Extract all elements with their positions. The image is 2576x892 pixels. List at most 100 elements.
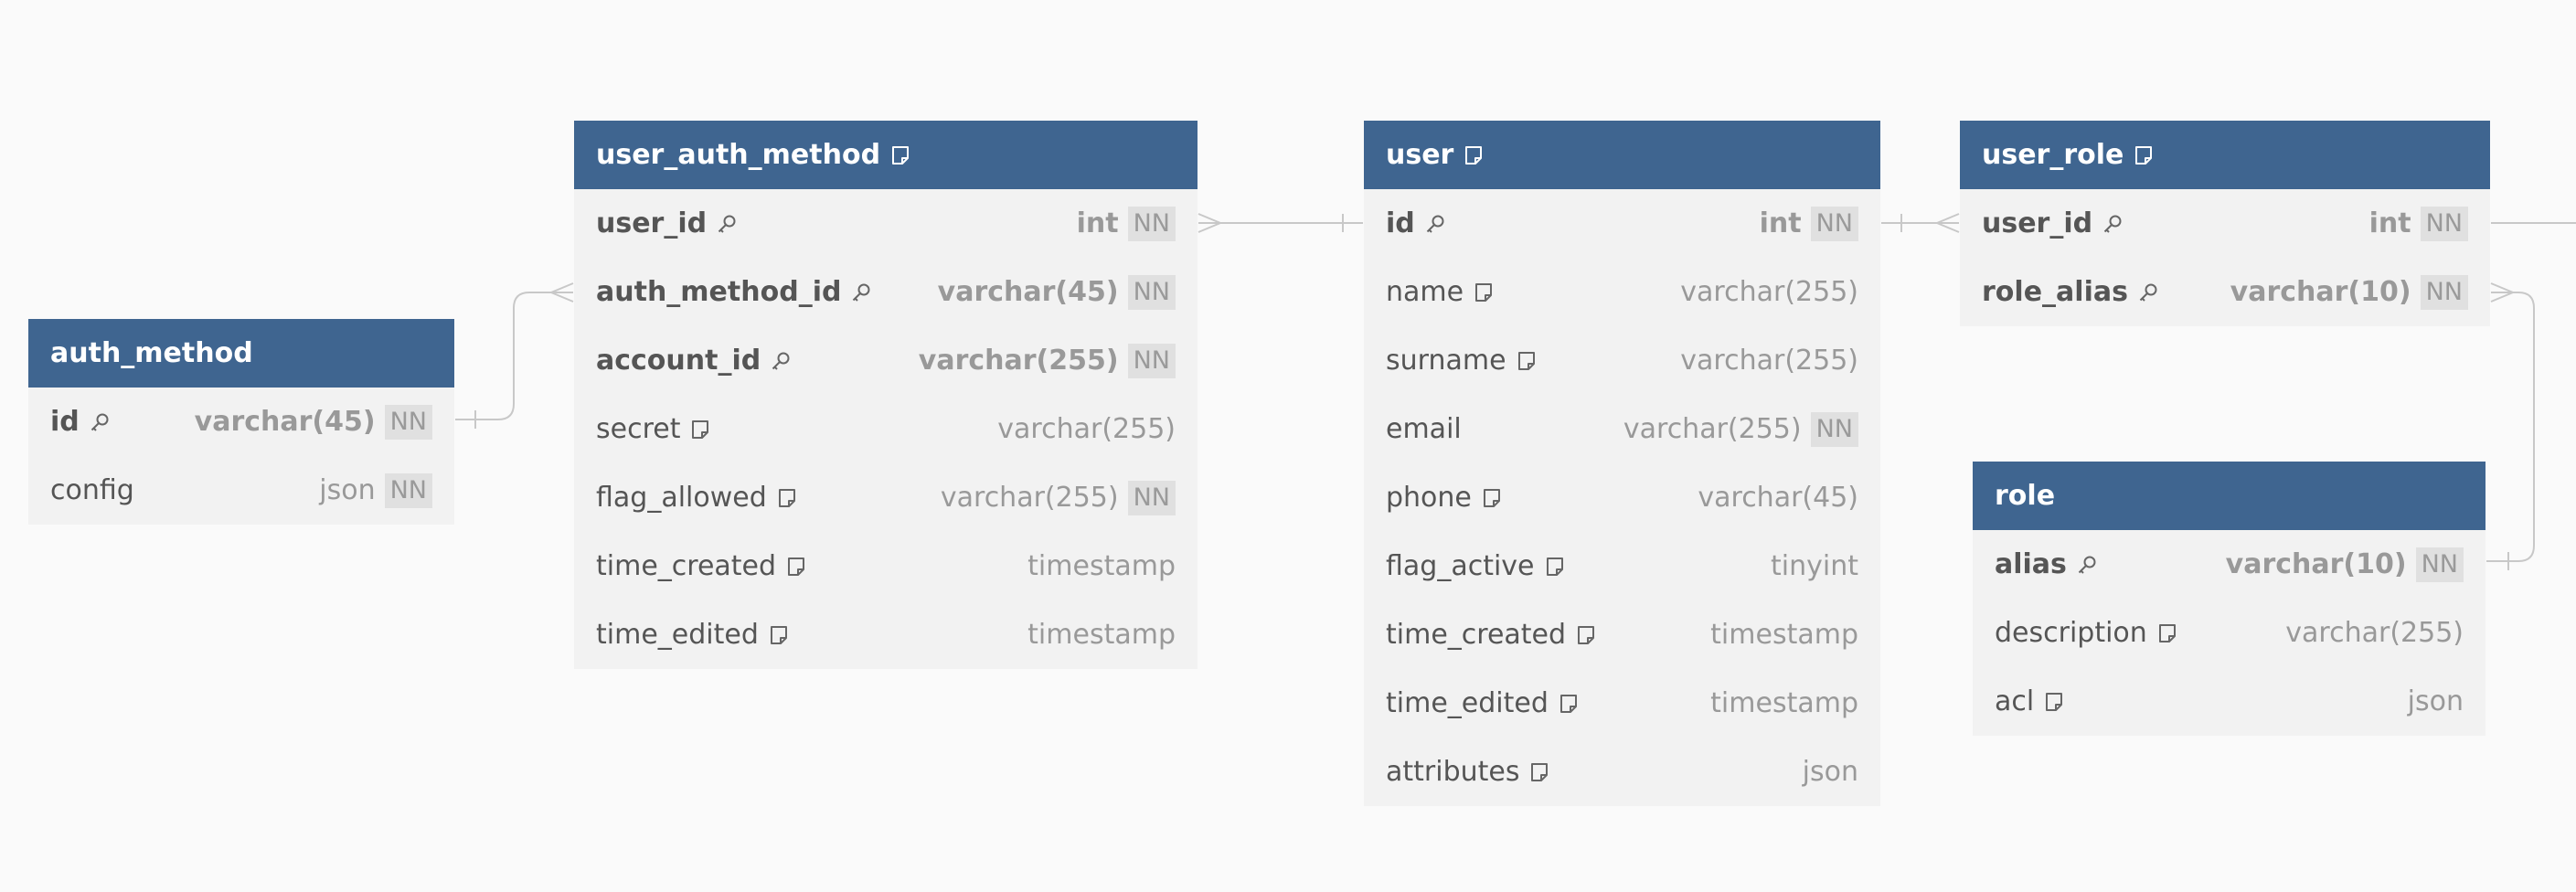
field-row-surname[interactable]: surname varchar(255) <box>1364 326 1880 395</box>
field-name-text: flag_active <box>1386 550 1535 582</box>
not-null-badge: NN <box>2420 274 2468 310</box>
key-icon <box>89 411 111 433</box>
field-type: varchar(255) <box>1680 345 1858 377</box>
field-name: id <box>50 406 111 438</box>
field-name-text: surname <box>1386 345 1506 377</box>
field-name: acl <box>1995 685 2065 717</box>
not-null-badge: NN <box>1127 480 1176 515</box>
field-type: varchar(255) <box>918 345 1119 377</box>
field-type: varchar(10) <box>2230 276 2411 308</box>
field-name-text: name <box>1386 276 1464 308</box>
field-row-attributes[interactable]: attributes json <box>1364 738 1880 806</box>
table-header-auth-method[interactable]: auth_method <box>28 319 454 388</box>
field-name-text: role_alias <box>1982 276 2128 308</box>
key-icon <box>770 350 792 372</box>
field-name: auth_method_id <box>596 276 872 308</box>
field-name-text: description <box>1995 617 2147 649</box>
table-header-role[interactable]: role <box>1973 462 2486 530</box>
key-icon <box>2137 281 2159 303</box>
field-name: name <box>1386 276 1495 308</box>
not-null-badge: NN <box>1127 206 1176 241</box>
field-row-flag-active[interactable]: flag_active tinyint <box>1364 532 1880 600</box>
field-name: phone <box>1386 482 1503 514</box>
field-type: json <box>319 474 376 506</box>
field-type: varchar(255) <box>1680 276 1858 308</box>
field-name-text: time_edited <box>596 619 759 651</box>
field-name: secret <box>596 413 711 445</box>
table-title: user_auth_method <box>596 139 881 171</box>
field-type: json <box>1802 756 1858 788</box>
field-type: varchar(10) <box>2225 548 2407 580</box>
not-null-badge: NN <box>384 404 432 440</box>
field-type: varchar(45) <box>1698 482 1858 514</box>
field-name: time_edited <box>596 619 790 651</box>
key-icon <box>2102 213 2124 235</box>
field-name-text: time_created <box>1386 619 1567 651</box>
field-row-phone[interactable]: phone varchar(45) <box>1364 463 1880 532</box>
field-row-acl[interactable]: acl json <box>1973 667 2486 736</box>
field-name-text: time_edited <box>1386 687 1549 719</box>
field-name: alias <box>1995 548 2098 580</box>
field-type: varchar(255) <box>2285 617 2464 649</box>
field-name: user_id <box>1982 207 2124 239</box>
table-header-user-role[interactable]: user_role <box>1960 121 2490 189</box>
field-row-flag-allowed[interactable]: flag_allowed varchar(255)NN <box>574 463 1198 532</box>
field-name-text: user_id <box>596 207 708 239</box>
note-icon[interactable] <box>1463 144 1485 166</box>
field-type: varchar(255) <box>940 482 1119 514</box>
field-name-text: attributes <box>1386 756 1520 788</box>
field-row-secret[interactable]: secret varchar(255) <box>574 395 1198 463</box>
key-icon <box>1424 213 1446 235</box>
field-row-time-edited[interactable]: time_edited timestamp <box>574 600 1198 669</box>
field-name-text: acl <box>1995 685 2035 717</box>
field-row-name[interactable]: name varchar(255) <box>1364 258 1880 326</box>
table-header-user[interactable]: user <box>1364 121 1880 189</box>
note-icon <box>1516 350 1538 372</box>
field-type: timestamp <box>1027 619 1176 651</box>
field-row-role-alias[interactable]: role_alias varchar(10) NN <box>1960 258 2490 326</box>
note-icon <box>785 556 807 578</box>
field-name-text: id <box>1386 207 1415 239</box>
field-row-alias[interactable]: alias varchar(10)NN <box>1973 530 2486 599</box>
field-name-text: secret <box>596 413 681 445</box>
field-type: tinyint <box>1771 550 1858 582</box>
field-name-text: account_id <box>596 345 761 377</box>
field-name-text: flag_allowed <box>596 482 767 514</box>
note-icon[interactable] <box>889 144 911 166</box>
relation-many-marker <box>1198 213 1223 233</box>
not-null-badge: NN <box>2420 206 2468 241</box>
relation-many-marker <box>2490 282 2516 303</box>
field-name-text: phone <box>1386 482 1472 514</box>
field-type: timestamp <box>1710 619 1858 651</box>
field-type: json <box>2407 685 2464 717</box>
note-icon <box>689 419 711 441</box>
field-row-description[interactable]: description varchar(255) <box>1973 599 2486 667</box>
field-name: time_edited <box>1386 687 1580 719</box>
field-row-time-created[interactable]: time_created timestamp <box>1364 600 1880 669</box>
table-title: role <box>1995 480 2056 512</box>
table-header-user-auth-method[interactable]: user_auth_method <box>574 121 1198 189</box>
field-type: varchar(255) <box>997 413 1176 445</box>
not-null-badge: NN <box>2415 547 2464 582</box>
field-name: config <box>50 474 134 506</box>
note-icon[interactable] <box>2133 144 2155 166</box>
table-role[interactable]: role alias varchar(10)NN description varchar… <box>1973 462 2486 736</box>
not-null-badge: NN <box>1810 411 1858 447</box>
field-name: attributes <box>1386 756 1550 788</box>
key-icon <box>2076 554 2098 576</box>
table-title: user <box>1386 139 1454 171</box>
